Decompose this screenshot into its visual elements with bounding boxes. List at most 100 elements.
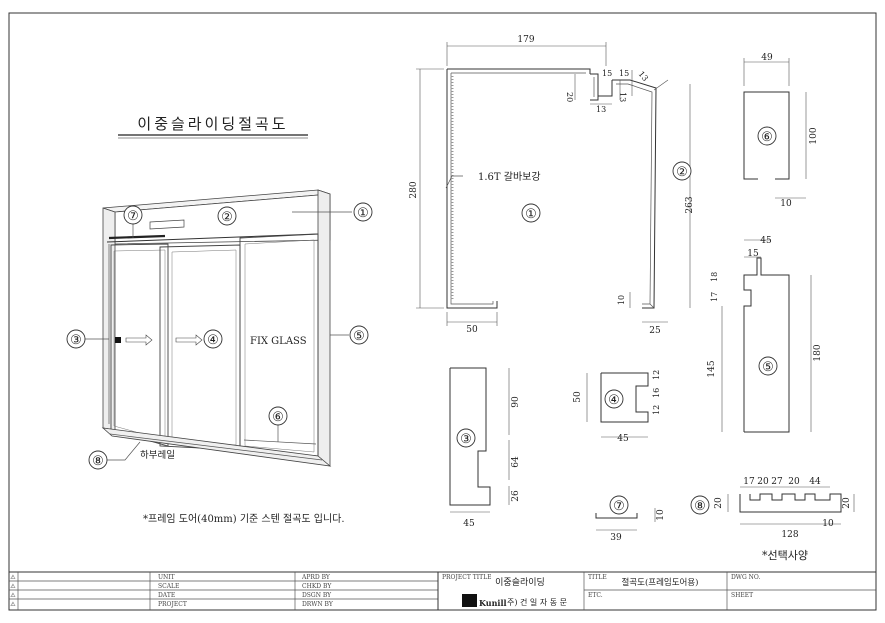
svg-text:PROJECT: PROJECT (158, 601, 187, 608)
svg-text:16: 16 (652, 388, 661, 398)
svg-text:10: 10 (780, 199, 792, 209)
svg-text:④: ④ (608, 393, 620, 408)
svg-text:44: 44 (809, 477, 821, 487)
svg-text:절곡도(프레임도어용): 절곡도(프레임도어용) (621, 577, 698, 588)
svg-text:180: 180 (813, 344, 823, 361)
svg-text:PROJECT TITLE: PROJECT TITLE (442, 574, 492, 581)
svg-text:50: 50 (466, 325, 478, 335)
frame-door-note: *프레임 도어(40mm) 기준 스텐 절곡도 입니다. (143, 512, 345, 525)
callout-4-door: ④ (203, 329, 223, 349)
svg-text:13: 13 (636, 70, 649, 84)
bottom-rail-label: 하부레일 (140, 449, 175, 461)
svg-text:②: ② (676, 165, 688, 180)
svg-text:SHEET: SHEET (731, 592, 753, 599)
svg-text:DWG NO.: DWG NO. (731, 574, 760, 581)
svg-text:45: 45 (463, 519, 475, 529)
svg-text:APRD BY: APRD BY (301, 574, 331, 581)
svg-text:179: 179 (517, 35, 534, 45)
svg-text:49: 49 (761, 53, 773, 63)
svg-text:10: 10 (822, 519, 834, 529)
svg-text:이중슬라이딩: 이중슬라이딩 (495, 577, 545, 588)
svg-text:⚠: ⚠ (10, 601, 16, 608)
svg-text:15: 15 (602, 69, 612, 78)
svg-text:①: ① (357, 206, 369, 221)
svg-text:⑤: ⑤ (762, 360, 774, 375)
svg-text:12: 12 (652, 370, 661, 380)
callout-6-door: ⑥ (268, 406, 288, 442)
svg-text:128: 128 (781, 530, 798, 540)
svg-text:27: 27 (771, 477, 783, 487)
svg-text:100: 100 (809, 127, 819, 144)
svg-text:20: 20 (565, 92, 574, 102)
svg-text:20: 20 (842, 497, 852, 509)
svg-text:26: 26 (511, 490, 521, 502)
svg-text:③: ③ (460, 432, 472, 447)
svg-text:⑤: ⑤ (353, 329, 365, 344)
callout-7-door: ⑦ (123, 205, 143, 238)
callout-5-door: ⑤ (330, 325, 369, 345)
svg-text:④: ④ (207, 333, 219, 348)
reinforce-label: 1.6T 갈바보강 (478, 170, 541, 183)
svg-text:②: ② (221, 210, 233, 225)
svg-text:145: 145 (707, 360, 717, 377)
svg-text:15: 15 (619, 69, 629, 78)
svg-text:⑦: ⑦ (613, 499, 625, 514)
profile-4: 50 12 16 12 45 ④ (573, 370, 661, 444)
sliding-door-perspective (101, 189, 332, 467)
svg-text:⑧: ⑧ (694, 499, 706, 514)
svg-text:⑥: ⑥ (272, 410, 284, 425)
svg-text:SCALE: SCALE (158, 583, 179, 590)
sheet-border (8, 12, 877, 611)
fix-glass-label: FIX GLASS (250, 336, 307, 347)
svg-text:45: 45 (760, 236, 772, 246)
svg-text:③: ③ (70, 333, 82, 348)
svg-text:①: ① (525, 207, 537, 222)
svg-text:⚠: ⚠ (10, 592, 16, 599)
svg-text:10: 10 (617, 295, 626, 305)
profile-5: 45 15 18 17 145 180 ⑤ (707, 236, 823, 433)
svg-text:280: 280 (409, 181, 419, 198)
svg-text:TITLE: TITLE (588, 574, 607, 581)
svg-text:45: 45 (617, 434, 629, 444)
svg-text:90: 90 (511, 396, 521, 408)
svg-text:20: 20 (757, 477, 769, 487)
svg-text:DATE: DATE (158, 592, 175, 599)
svg-text:DRWN BY: DRWN BY (302, 601, 334, 608)
callout-8-door: ⑧ 하부레일 (88, 441, 175, 470)
drawing-title: 이중슬라이딩절곡도 (137, 115, 288, 133)
svg-text:13: 13 (596, 105, 606, 114)
svg-text:20: 20 (714, 497, 724, 509)
svg-text:10: 10 (656, 509, 666, 521)
svg-text:17: 17 (743, 477, 755, 487)
profile-7: 39 10 ⑦ (595, 495, 666, 543)
callout-3-door: ③ (66, 329, 109, 349)
callout-2-door: ② (217, 206, 237, 226)
svg-text:50: 50 (573, 391, 583, 403)
title-block: ⚠ ⚠ ⚠ ⚠ UNIT SCALE DATE PROJECT APRD BY … (9, 572, 876, 610)
svg-text:UNIT: UNIT (158, 574, 175, 581)
svg-text:25: 25 (649, 326, 661, 336)
svg-text:64: 64 (511, 456, 521, 468)
svg-text:15: 15 (747, 249, 759, 259)
kunill-logo-icon (462, 594, 477, 607)
svg-text:ETC.: ETC. (588, 592, 603, 599)
option-label: *선택사양 (762, 549, 808, 562)
svg-text:18: 18 (710, 272, 719, 282)
svg-text:⚠: ⚠ (10, 574, 16, 581)
svg-text:DSGN BY: DSGN BY (302, 592, 332, 599)
svg-text:⑧: ⑧ (92, 454, 104, 469)
svg-text:263: 263 (685, 196, 695, 213)
svg-text:17: 17 (710, 292, 719, 302)
svg-text:13: 13 (618, 92, 627, 102)
svg-text:⑦: ⑦ (127, 209, 139, 224)
svg-text:39: 39 (610, 533, 622, 543)
svg-text:12: 12 (652, 405, 661, 415)
company-logo-text: Kunill (479, 598, 507, 608)
svg-text:CHKD BY: CHKD BY (302, 583, 332, 590)
svg-text:⑥: ⑥ (761, 130, 773, 145)
profile-8: 17 20 27 20 44 128 20 20 10 ⑧ (690, 477, 855, 540)
profile-1: ① 179 280 50 263 ② 25 10 15 15 20 13 13 … (409, 35, 695, 336)
svg-text:20: 20 (788, 477, 800, 487)
svg-text:⚠: ⚠ (10, 583, 16, 590)
